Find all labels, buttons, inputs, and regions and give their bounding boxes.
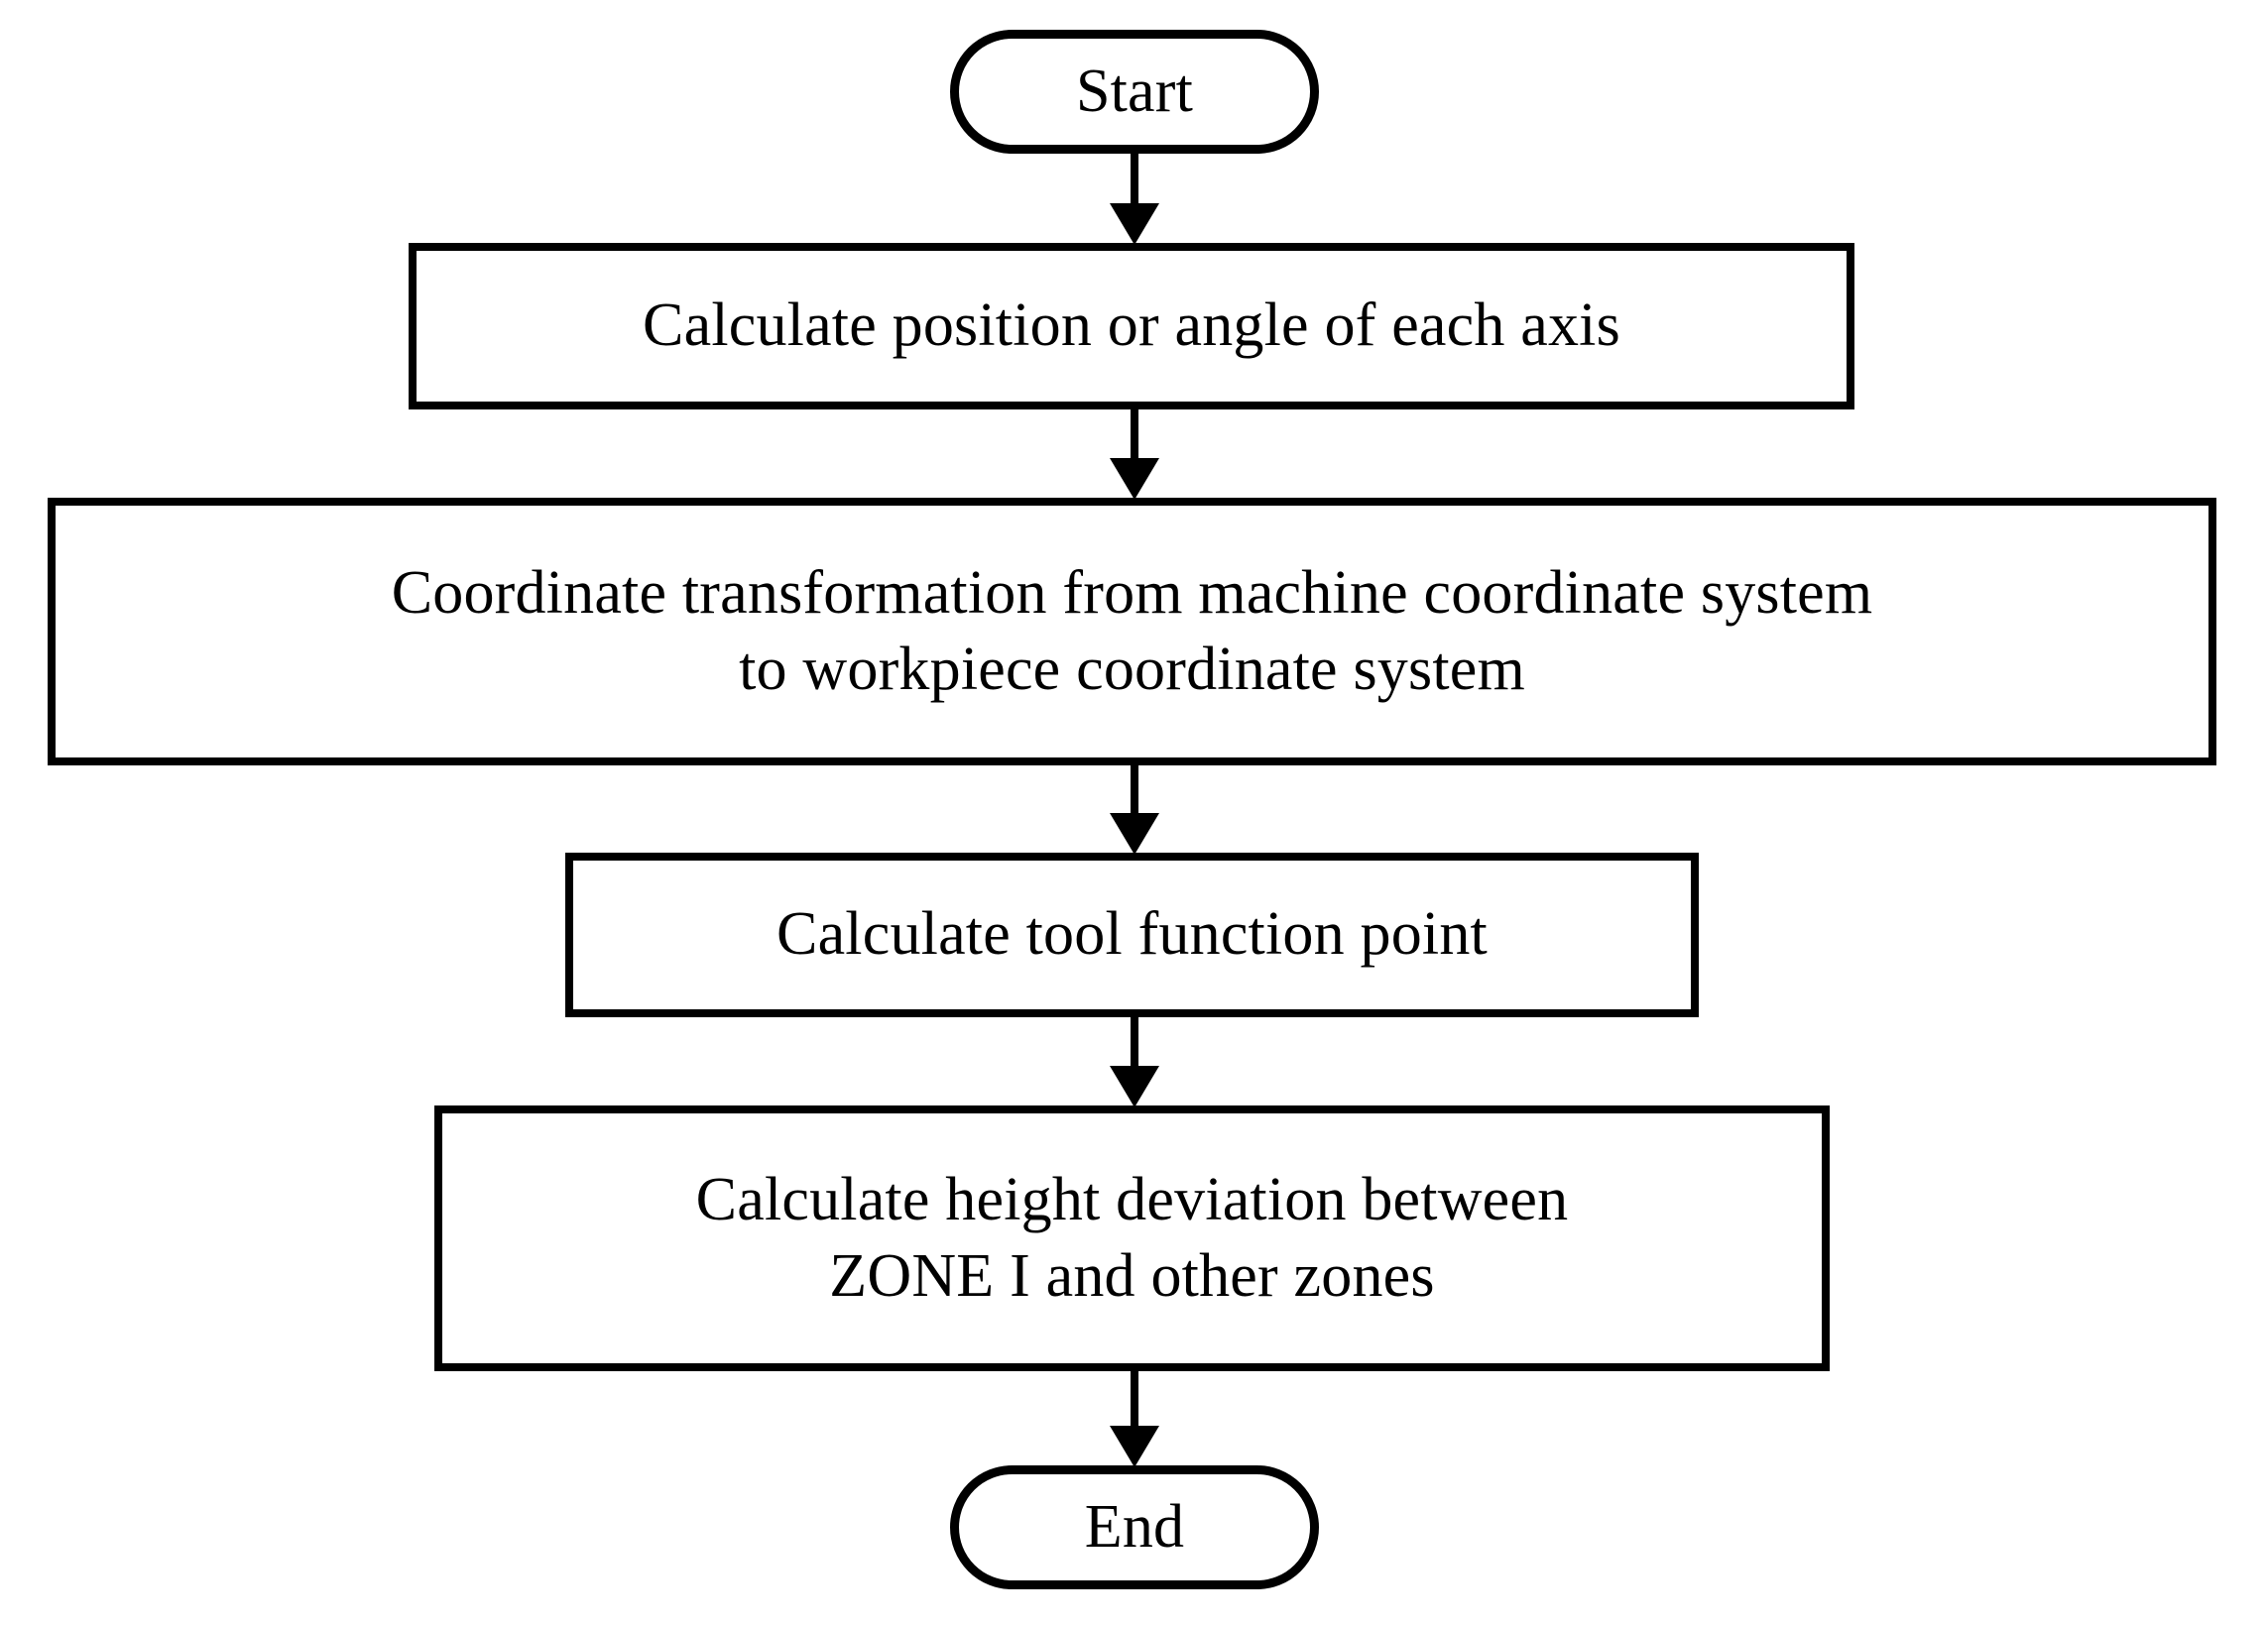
arrowhead-down-icon <box>1110 458 1159 500</box>
flowchart-node-step4[interactable]: Calculate height deviation between ZONE … <box>434 1105 1830 1371</box>
flowchart-node-step3[interactable]: Calculate tool function point <box>565 853 1699 1017</box>
node-step3-label: Calculate tool function point <box>776 900 1488 969</box>
connector-start-to-step1 <box>1105 152 1164 245</box>
connector-step4-to-end <box>1105 1369 1164 1467</box>
arrowhead-down-icon <box>1110 1426 1159 1467</box>
arrowhead-down-icon <box>1110 1066 1159 1107</box>
connector-line <box>1131 763 1138 815</box>
flowchart-node-start[interactable]: Start <box>950 30 1319 154</box>
connector-step3-to-step4 <box>1105 1015 1164 1107</box>
arrowhead-down-icon <box>1110 813 1159 855</box>
node-start-label: Start <box>1075 57 1194 125</box>
connector-step1-to-step2 <box>1105 407 1164 500</box>
connector-line <box>1131 152 1138 205</box>
node-step4-label: Calculate height deviation between ZONE … <box>695 1165 1569 1311</box>
connector-step2-to-step3 <box>1105 763 1164 855</box>
flowchart-node-end[interactable]: End <box>950 1465 1319 1589</box>
flowchart-node-step2[interactable]: Coordinate transformation from machine c… <box>48 498 2216 765</box>
node-end-label: End <box>1084 1492 1185 1561</box>
node-step2-label: Coordinate transformation from machine c… <box>391 558 1873 704</box>
node-step1-label: Calculate position or angle of each axis <box>643 291 1620 360</box>
arrowhead-down-icon <box>1110 203 1159 245</box>
flowchart-node-step1[interactable]: Calculate position or angle of each axis <box>409 243 1854 409</box>
connector-line <box>1131 407 1138 460</box>
connector-line <box>1131 1369 1138 1428</box>
connector-line <box>1131 1015 1138 1068</box>
